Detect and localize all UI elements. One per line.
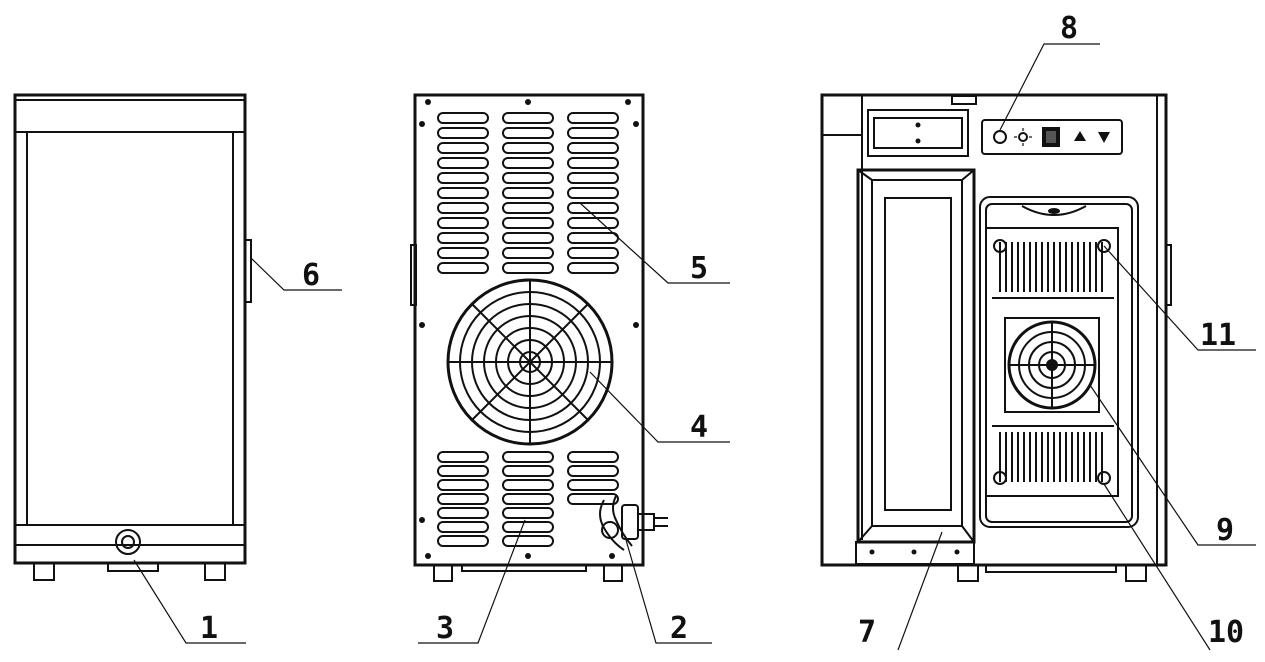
vent-slot (502, 535, 554, 547)
callout-10: 10 (1208, 615, 1244, 650)
lock-icon (115, 529, 141, 555)
callout-7: 7 (858, 615, 876, 650)
vent-slot (567, 157, 619, 169)
vent-slot (567, 187, 619, 199)
vent-slot (437, 157, 489, 169)
lower-heatsink (999, 432, 1103, 482)
vent-slot (437, 465, 489, 477)
open-front-view (820, 93, 1172, 582)
vent-slot (567, 493, 619, 505)
vent-slot (502, 507, 554, 519)
vent-slot (502, 172, 554, 184)
vent-slot (437, 247, 489, 259)
vent-slot (502, 247, 554, 259)
front-view (13, 93, 252, 581)
vent-slot (502, 142, 554, 154)
callout-11: 11 (1200, 318, 1236, 353)
vent-slot (437, 451, 489, 463)
vent-slot (437, 479, 489, 491)
up-arrow-icon (1074, 131, 1086, 141)
callout-3: 3 (436, 611, 454, 646)
vent-slot (502, 187, 554, 199)
vent-slot (502, 493, 554, 505)
vent-slot (437, 535, 489, 547)
vent-slot (437, 262, 489, 274)
vent-slot (502, 202, 554, 214)
vent-slot (502, 451, 554, 463)
vent-slot (567, 465, 619, 477)
vent-slot (437, 521, 489, 533)
vent-slot (567, 217, 619, 229)
vent-slot (502, 157, 554, 169)
rear-fan-icon (446, 278, 614, 446)
vent-slot (567, 451, 619, 463)
callout-labels: 1 2 3 4 5 6 7 8 9 10 11 (200, 11, 1244, 650)
vent-slot (567, 247, 619, 259)
vent-slot (502, 127, 554, 139)
callout-2: 2 (670, 611, 688, 646)
vent-slot (437, 172, 489, 184)
vent-slot (567, 262, 619, 274)
callout-4: 4 (690, 410, 708, 445)
power-button-icon (993, 130, 1007, 144)
callout-5: 5 (690, 251, 708, 286)
vent-slot (502, 262, 554, 274)
control-panel (981, 119, 1123, 155)
callout-9: 9 (1216, 513, 1234, 548)
open-door (855, 168, 976, 565)
vent-slot (502, 479, 554, 491)
internal-fan-icon (1004, 317, 1100, 413)
vent-slot (567, 142, 619, 154)
interior-light-icon (1021, 205, 1087, 216)
vent-slot (437, 202, 489, 214)
upper-vent-grille (437, 112, 619, 274)
callout-6: 6 (302, 258, 320, 293)
rear-view (410, 93, 668, 582)
vent-slot (567, 202, 619, 214)
light-button-icon (1014, 128, 1032, 146)
vent-slot (437, 127, 489, 139)
display-icon (1042, 127, 1060, 147)
lower-vent-grille (437, 451, 619, 547)
vent-slot (502, 112, 554, 124)
vent-slot (437, 142, 489, 154)
vent-slot (567, 127, 619, 139)
power-plug-icon (599, 495, 668, 551)
vent-slot (502, 232, 554, 244)
vent-slot (567, 479, 619, 491)
upper-heatsink (999, 242, 1103, 292)
vent-slot (437, 217, 489, 229)
vent-slot (567, 172, 619, 184)
callout-8: 8 (1060, 11, 1078, 46)
vent-slot (437, 507, 489, 519)
vent-slot (567, 232, 619, 244)
vent-slot (502, 465, 554, 477)
vent-slot (502, 217, 554, 229)
vent-slot (437, 493, 489, 505)
callout-1: 1 (200, 611, 218, 646)
vent-slot (502, 521, 554, 533)
down-arrow-icon (1098, 132, 1110, 143)
leader-lines (133, 43, 1256, 651)
vent-slot (437, 187, 489, 199)
vent-slot (567, 112, 619, 124)
vent-slot (437, 232, 489, 244)
vent-slot (437, 112, 489, 124)
